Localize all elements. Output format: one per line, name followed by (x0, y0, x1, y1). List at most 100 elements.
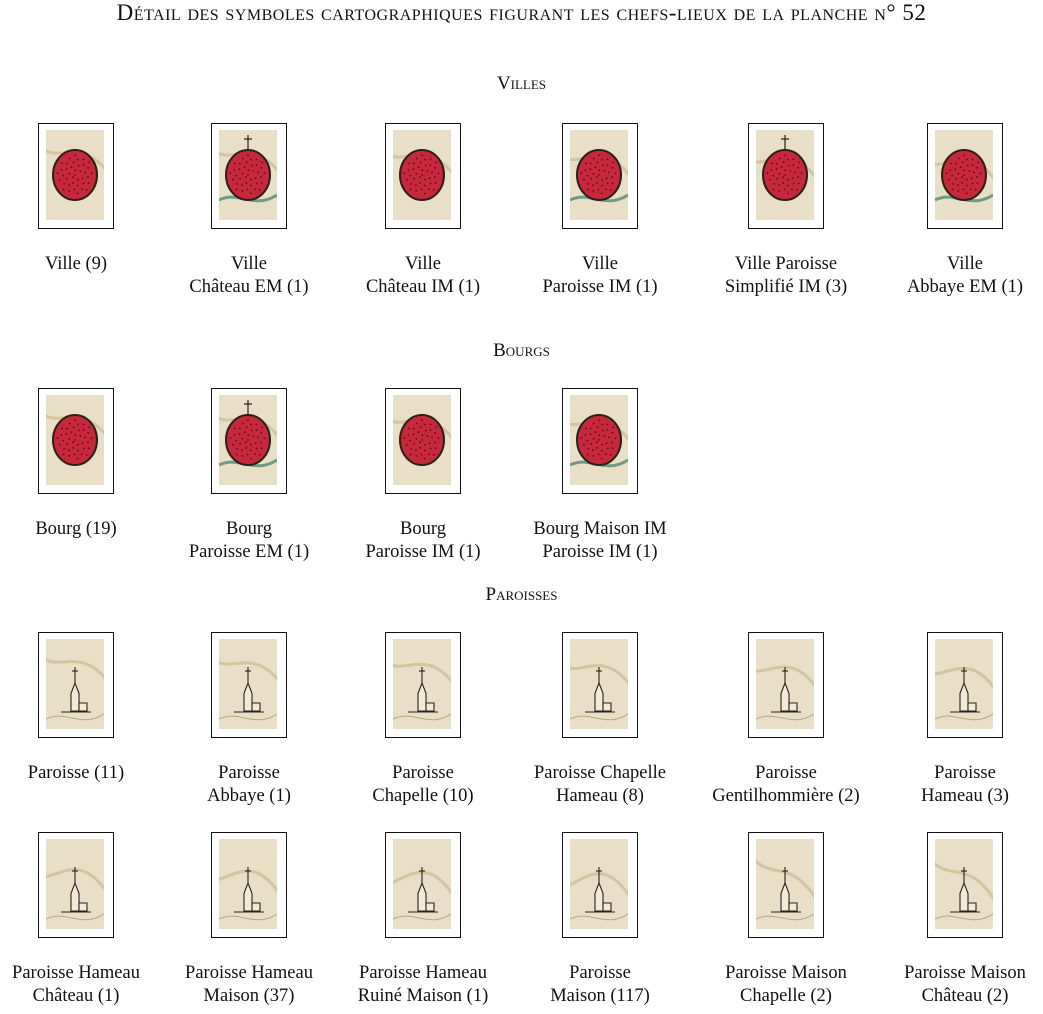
symbol-label-line2: Ruiné Maison (1) (357, 985, 489, 1006)
symbol-image (46, 395, 104, 485)
symbol-label-line1: Paroisse Hameau (185, 963, 313, 983)
symbol-label-line1: Paroisse (755, 763, 817, 783)
symbol-label-line1: Paroisse (392, 763, 454, 783)
symbol-label-line2: Paroisse IM (1) (542, 276, 658, 297)
symbol-label-line2: Paroisse IM (1) (365, 541, 481, 562)
symbol-image (393, 839, 451, 929)
symbol-label-line2: Château EM (1) (189, 276, 309, 297)
symbol-image (219, 839, 277, 929)
symbol-label-line1: Bourg (19) (35, 519, 117, 539)
symbol-label-line2: Château (2) (921, 985, 1009, 1006)
symbol-image (46, 639, 104, 729)
paroisse-gentilhommiere-symbol-icon (748, 632, 824, 738)
symbol-label-line2: Simplifié IM (3) (724, 276, 848, 297)
symbol-label-line1: Paroisse Maison (904, 963, 1026, 983)
symbol-label: Paroisse (11) (0, 762, 164, 785)
section-heading-paroisses: Paroisses (485, 584, 558, 605)
symbol-image (46, 839, 104, 929)
paroisse-hameau-chateau-symbol-icon (38, 832, 114, 938)
symbol-label-line2: Chapelle (2) (740, 985, 832, 1006)
symbol-image (570, 130, 628, 220)
symbol-label-line1: Ville (9) (44, 254, 108, 274)
symbol-label-line2: Abbaye EM (1) (906, 276, 1024, 297)
symbol-label-line1: Ville (582, 254, 618, 274)
symbol-label-line1: Paroisse Maison (725, 963, 847, 983)
symbol-label-line2: Abbaye (1) (207, 785, 291, 806)
paroisse-church-symbol-icon (38, 632, 114, 738)
bourg-oval-symbol-icon (38, 388, 114, 494)
symbol-image (756, 839, 814, 929)
symbol-label-line1: Paroisse Hameau (12, 963, 140, 983)
symbol-image (393, 395, 451, 485)
bourg-maison-paroisse-symbol-icon (562, 388, 638, 494)
symbol-image (935, 639, 993, 729)
symbol-label-line2: Maison (117) (550, 985, 650, 1006)
symbol-label-line1: Bourg (226, 519, 272, 539)
symbol-label-line1: Paroisse (569, 963, 631, 983)
symbol-label-line1: Paroisse Hameau (359, 963, 487, 983)
ville-paroisse-symbol-icon (562, 123, 638, 229)
bourg-paroisse-im-symbol-icon (385, 388, 461, 494)
symbol-label-line1: Paroisse (11) (27, 763, 125, 783)
symbol-label-line2: Chapelle (10) (372, 785, 474, 806)
symbol-image (219, 639, 277, 729)
ville-red-block-symbol-icon (38, 123, 114, 229)
symbol-label-line1: Bourg Maison IM (533, 519, 667, 539)
ville-chateau-symbol-icon (211, 123, 287, 229)
section-heading-villes: Villes (496, 73, 547, 94)
paroisse-abbaye-symbol-icon (211, 632, 287, 738)
page-title: Détail des symboles cartographiques figu… (116, 0, 927, 25)
symbol-label-line1: Ville (231, 254, 267, 274)
paroisse-maison-chateau-symbol-icon (927, 832, 1003, 938)
ville-paroisse-simplifie-symbol-icon (748, 123, 824, 229)
symbol-label-line1: Paroisse (934, 763, 996, 783)
symbol-label-line1: Bourg (400, 519, 446, 539)
symbol-label-line2: Paroisse IM (1) (542, 541, 658, 562)
symbol-image (393, 639, 451, 729)
symbol-image (570, 839, 628, 929)
paroisse-maison-symbol-icon (562, 832, 638, 938)
symbol-image (935, 839, 993, 929)
paroisse-maison-chapelle-symbol-icon (748, 832, 824, 938)
symbol-label-line2: Gentilhommière (2) (712, 785, 860, 806)
symbol-image (570, 639, 628, 729)
symbol-image (756, 130, 814, 220)
paroisse-chapelle-hameau-symbol-icon (562, 632, 638, 738)
symbol-label-line2: Paroisse EM (1) (188, 541, 310, 562)
symbol-image (219, 395, 277, 485)
bourg-paroisse-em-symbol-icon (211, 388, 287, 494)
symbol-image (570, 395, 628, 485)
symbol-label-line2: Hameau (8) (556, 785, 644, 806)
symbol-label: Bourg (19) (0, 518, 164, 541)
symbol-image (935, 130, 993, 220)
paroisse-hameau-symbol-icon (927, 632, 1003, 738)
symbol-label-line2: Hameau (3) (921, 785, 1009, 806)
symbol-label-line1: Ville (947, 254, 983, 274)
symbol-label: Ville (9) (0, 253, 164, 276)
symbol-image (393, 130, 451, 220)
paroisse-hameau-ruine-symbol-icon (385, 832, 461, 938)
symbol-image (756, 639, 814, 729)
ville-chateau-cross-symbol-icon (385, 123, 461, 229)
paroisse-chapelle-symbol-icon (385, 632, 461, 738)
symbol-image (46, 130, 104, 220)
symbol-image (219, 130, 277, 220)
